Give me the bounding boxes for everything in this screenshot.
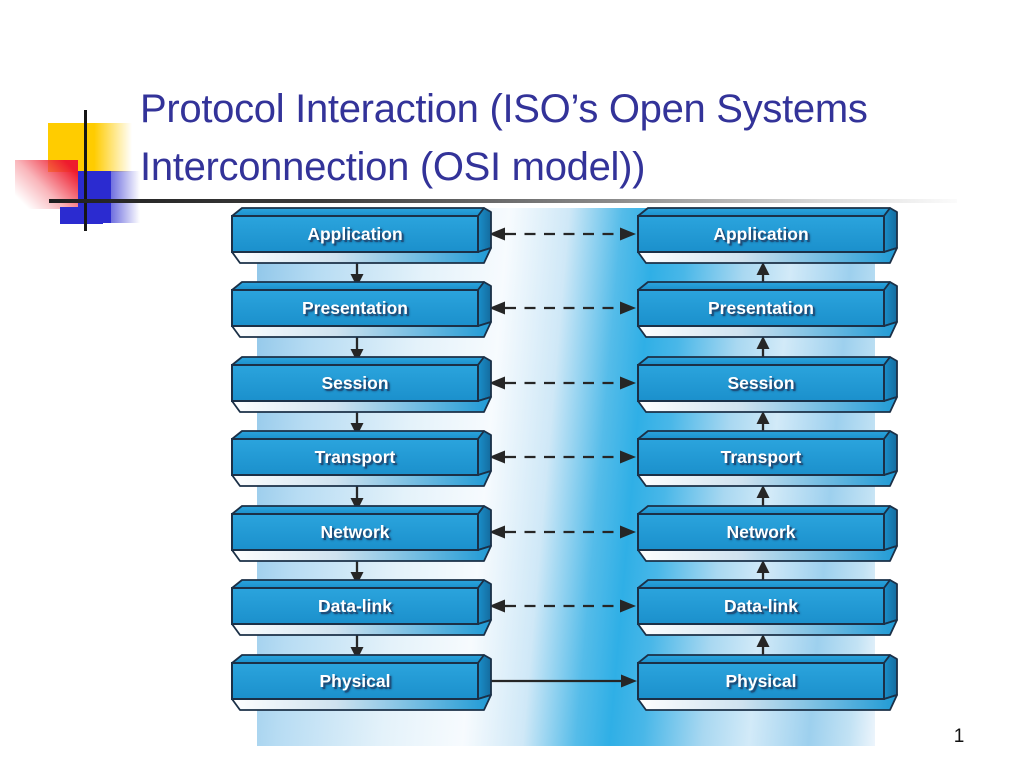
layer-box-presentation-right: Presentation: [631, 281, 901, 339]
layer-label-network-right: Network: [726, 522, 796, 542]
layer-box-transport-right: Transport: [631, 430, 901, 488]
layer-box-network-left: Network: [225, 505, 495, 563]
layer-label-data-link-right: Data-link: [724, 596, 798, 616]
slide-title-line1: Protocol Interaction (ISO’s Open Systems: [140, 87, 868, 131]
decor-blue-square-small: [60, 207, 103, 224]
dashed-arrow-network: [489, 525, 636, 539]
layer-box-physical-left: Physical: [225, 654, 495, 712]
layer-box-application-left: Application: [225, 207, 495, 265]
layer-box-data-link-left: Data-link: [225, 579, 495, 637]
layer-label-session-left: Session: [321, 373, 389, 393]
layer-label-application-left: Application: [307, 224, 403, 244]
layer-box-presentation-left: Presentation: [225, 281, 495, 339]
layer-box-data-link-right: Data-link: [631, 579, 901, 637]
dashed-arrow-data-link: [489, 599, 636, 613]
layer-label-transport-left: Transport: [314, 447, 396, 467]
layer-label-physical-right: Physical: [725, 671, 797, 691]
dashed-arrow-presentation: [489, 301, 636, 315]
dashed-arrow-application: [489, 227, 636, 241]
layer-box-transport-left: Transport: [225, 430, 495, 488]
slide-title-line2: Interconnection (OSI model)): [140, 145, 646, 189]
layer-box-network-right: Network: [631, 505, 901, 563]
page-number: 1: [953, 726, 965, 747]
layer-label-session-right: Session: [727, 373, 795, 393]
decor-vertical-line: [84, 110, 87, 231]
decor-blue-square-fade: [110, 171, 140, 223]
layer-label-network-left: Network: [320, 522, 390, 542]
dashed-arrow-transport: [489, 450, 636, 464]
layer-box-session-right: Session: [631, 356, 901, 414]
layer-label-data-link-left: Data-link: [318, 596, 392, 616]
solid-arrow-physical: [491, 674, 637, 688]
title-underline-rule: [49, 199, 957, 203]
layer-label-transport-right: Transport: [720, 447, 802, 467]
layer-label-physical-left: Physical: [319, 671, 391, 691]
layer-label-presentation-left: Presentation: [302, 298, 408, 318]
slide-title: Protocol Interaction (ISO’s Open Systems…: [140, 80, 1010, 196]
layer-label-presentation-right: Presentation: [708, 298, 814, 318]
layer-box-session-left: Session: [225, 356, 495, 414]
layer-box-application-right: Application: [631, 207, 901, 265]
layer-box-physical-right: Physical: [631, 654, 901, 712]
dashed-arrow-session: [489, 376, 636, 390]
layer-label-application-right: Application: [713, 224, 809, 244]
